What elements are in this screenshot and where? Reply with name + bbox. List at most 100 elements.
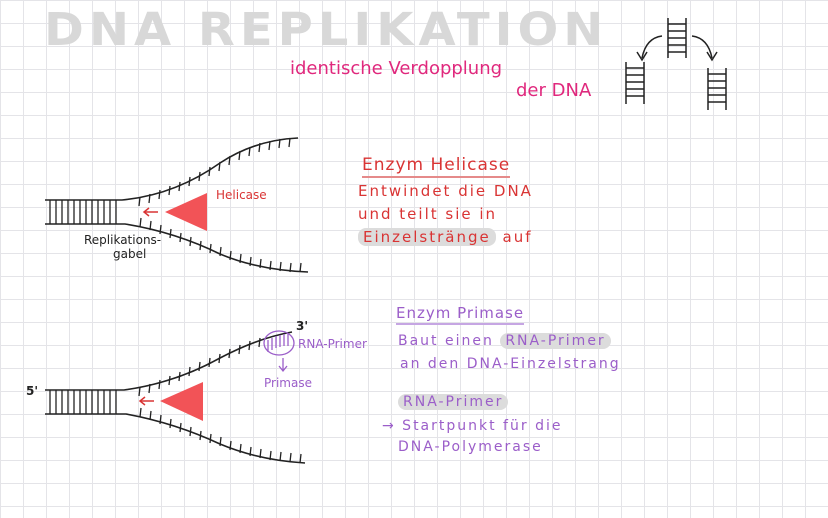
dna-rung: [259, 258, 262, 269]
dna-rung: [228, 348, 231, 359]
dna-rung: [179, 422, 182, 433]
dna-rung: [229, 440, 232, 451]
primer-note: RNA-Primer: [398, 394, 509, 410]
dna-rung: [168, 375, 171, 386]
dna-rung: [249, 256, 252, 267]
dna-rung: [259, 448, 262, 459]
dna-rung: [178, 371, 181, 382]
primase-heading: Enzym Primase: [396, 304, 525, 325]
dna-ladder-icon-top: [667, 18, 687, 58]
subtitle-line-2: der DNA: [516, 80, 592, 101]
dna-ladder-icon-right: [707, 68, 727, 110]
dna-rung: [238, 344, 241, 355]
dna-rung: [248, 146, 251, 157]
dna-rung: [218, 161, 221, 172]
dna-rung: [159, 414, 162, 425]
helicase-text-line-2: und teilt sie in: [358, 205, 498, 223]
dna-rung: [288, 137, 291, 148]
curved-arrow-right-icon: [691, 35, 718, 62]
dna-rung: [139, 217, 142, 228]
dna-rung: [208, 166, 211, 177]
helicase-text-line-1: Entwindet die DNA: [358, 182, 533, 200]
rna-primer-highlight: RNA-Primer: [500, 333, 611, 349]
dna-rung: [289, 262, 292, 273]
replication-fork-primase: [45, 331, 306, 464]
dna-rung: [269, 260, 272, 271]
dna-ladder-icon-left: [625, 62, 645, 104]
dna-rung: [169, 228, 172, 239]
dna-rung: [248, 340, 251, 351]
dna-rung: [188, 176, 191, 187]
primase-text-prefix: Baut einen: [398, 333, 494, 349]
dna-rung: [149, 410, 152, 421]
primase-label: Primase: [264, 376, 312, 390]
rna-primer-highlight-2: RNA-Primer: [398, 394, 509, 410]
dna-rung: [138, 386, 141, 397]
dna-rung: [269, 450, 272, 461]
fork-caption-line-1: Replikations-: [84, 233, 162, 247]
dna-rung: [299, 453, 302, 464]
dna-rung: [219, 246, 222, 257]
label-5-prime: 5': [26, 384, 39, 398]
dna-rung: [258, 337, 261, 348]
subtitle-line-1: identische Verdopplung: [290, 58, 503, 79]
fork-caption-line-2: gabel: [113, 247, 147, 261]
dna-rung: [218, 353, 221, 364]
dna-rung: [239, 443, 242, 454]
curved-arrow-left-icon: [636, 35, 663, 62]
dna-rung: [279, 261, 282, 272]
dna-rung: [249, 446, 252, 457]
label-3-prime: 3': [296, 319, 309, 333]
dna-rung: [148, 193, 151, 204]
dna-rung: [198, 361, 201, 372]
helicase-heading: Enzym Helicase: [362, 155, 511, 178]
dna-rung: [189, 426, 192, 437]
rna-primer-label: RNA-Primer: [298, 337, 367, 351]
dna-rung: [209, 433, 212, 444]
dna-rung: [159, 224, 162, 235]
dna-rung: [179, 232, 182, 243]
primer-arrow-line: → Startpunkt für die: [382, 418, 563, 434]
dna-rung: [149, 220, 152, 231]
dna-rung: [199, 430, 202, 441]
dna-rung: [158, 189, 161, 200]
primase-text-line-2: an den DNA-Einzelstrang: [400, 356, 621, 372]
dna-rung: [178, 181, 181, 192]
dna-rung: [229, 250, 232, 261]
page-title: DNA REPLIKATION: [44, 3, 609, 57]
dna-rung: [139, 407, 142, 418]
dna-rung: [198, 171, 201, 182]
dna-rung: [169, 418, 172, 429]
rna-primer-circle: [263, 330, 295, 356]
helicase-text-line-3: Einzelstränge auf: [358, 228, 533, 246]
dna-rung: [209, 243, 212, 254]
arrow-left-icon: [138, 396, 154, 406]
dna-rung: [158, 379, 161, 390]
dna-rung: [258, 142, 261, 153]
helicase-text-auf: auf: [502, 228, 533, 246]
dna-rung: [208, 357, 211, 368]
dna-rung: [219, 436, 222, 447]
helicase-label: Helicase: [216, 188, 267, 202]
dna-rung: [279, 451, 282, 462]
dna-rung: [148, 383, 151, 394]
arrow-down-icon: [278, 358, 288, 373]
dna-rung: [228, 155, 231, 166]
dna-rung: [268, 140, 271, 151]
replication-fork-helicase: [45, 137, 309, 273]
primase-text-line-1: Baut einen RNA-Primer: [398, 333, 611, 349]
helicase-triangle: [165, 193, 207, 231]
arrow-left-icon: [142, 207, 158, 217]
dna-rung: [238, 150, 241, 161]
dna-rung: [199, 240, 202, 251]
dna-rung: [239, 253, 242, 264]
dna-rung: [278, 138, 281, 149]
primer-last-line: DNA-Polymerase: [398, 439, 543, 455]
dna-rung: [289, 452, 292, 463]
dna-rung: [188, 366, 191, 377]
dna-rung: [168, 185, 171, 196]
dna-rung: [299, 262, 302, 273]
einzelstraenge-highlight: Einzelstränge: [358, 228, 496, 246]
dna-rung: [189, 236, 192, 247]
